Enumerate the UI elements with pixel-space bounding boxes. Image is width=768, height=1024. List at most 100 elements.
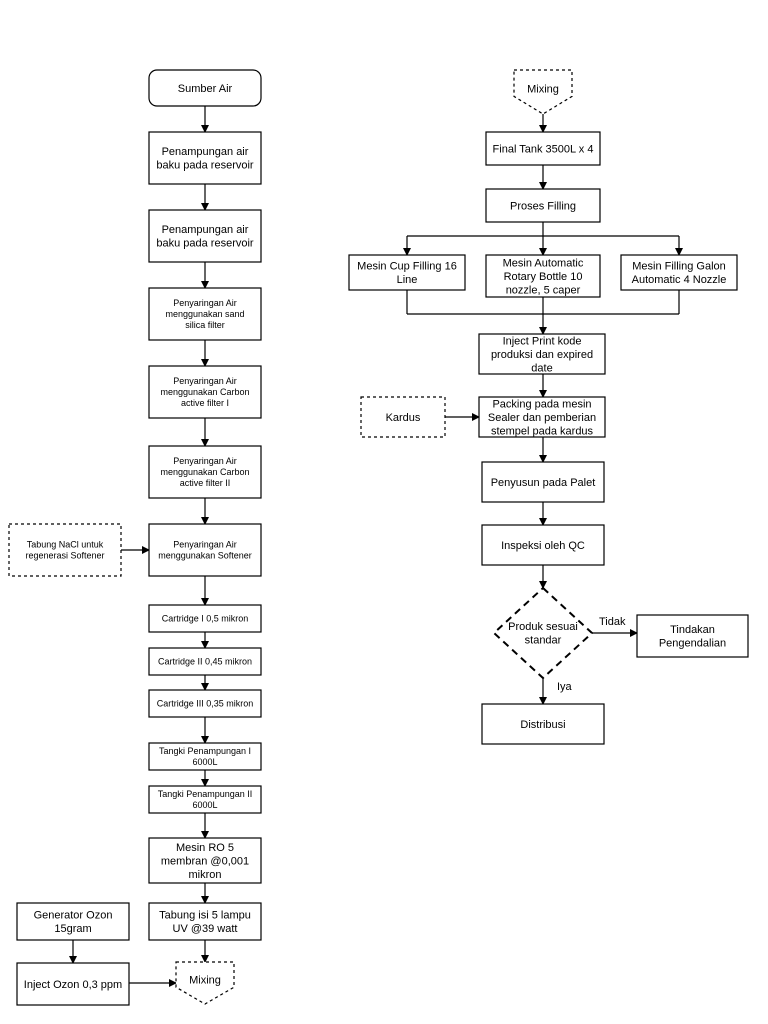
node-sand-filter-label-line: menggunakan sand [165, 309, 244, 319]
node-distribusi-shape [481, 703, 605, 745]
node-distribusi-label-line: Distribusi [520, 719, 565, 731]
node-decision-shape [492, 586, 594, 680]
node-inject-print-label-line: date [531, 362, 552, 374]
node-mixing-top-label-line: Mixing [527, 83, 559, 95]
node-ro-label-line: membran @0,001 [161, 855, 249, 867]
node-penyusun: Penyusun pada Palet [481, 461, 605, 503]
node-mixing-bottom-shape [175, 961, 235, 1005]
node-softener-shape [148, 523, 262, 577]
node-final-tank-shape [485, 131, 601, 166]
node-carbon-2-label-line: Penyaringan Air [173, 456, 237, 466]
node-cartridge-3-shape [148, 689, 262, 718]
node-carbon-1-label-line: menggunakan Carbon [160, 387, 249, 397]
node-carbon-2-label-line: active filter II [180, 478, 231, 488]
node-nacl-label-line: Tabung NaCl untuk [27, 540, 104, 550]
node-cartridge-1-shape [148, 604, 262, 633]
node-distribusi-label: Distribusi [520, 719, 565, 731]
node-sand-filter-label-line: Penyaringan Air [173, 298, 237, 308]
node-inspeksi: Inspeksi oleh QC [481, 524, 605, 566]
node-packing-label-line: stempel pada kardus [491, 425, 594, 437]
node-sumber-air-label: Sumber Air [178, 83, 233, 95]
node-packing-label-line: Packing pada mesin [492, 398, 591, 410]
node-distribusi: Distribusi [481, 703, 605, 745]
node-softener-label-line: Penyaringan Air [173, 540, 237, 550]
node-cartridge-2: Cartridge II 0,45 mikron [148, 647, 262, 676]
node-penyusun-shape [481, 461, 605, 503]
node-reservoir-2: Penampungan air baku pada reservoir [148, 209, 262, 263]
node-ro-label-line: mikron [188, 869, 221, 881]
node-carbon-1-label-line: Penyaringan Air [173, 376, 237, 386]
node-inject-ozon-shape [16, 962, 130, 1006]
node-cartridge-1: Cartridge I 0,5 mikron [148, 604, 262, 633]
node-uv-label-line: UV @39 watt [173, 923, 238, 935]
node-tangki-2-label-line: Tangki Penampungan II [158, 789, 253, 799]
node-cartridge-3: Cartridge III 0,35 mikron [148, 689, 262, 718]
node-mixing-bottom-label-line: Mixing [189, 975, 221, 987]
node-carbon-1-label-line: active filter I [181, 398, 229, 408]
node-mixing-bottom-label: Mixing [189, 975, 221, 987]
node-inspeksi-label: Inspeksi oleh QC [501, 540, 585, 552]
node-inspeksi-label-line: Inspeksi oleh QC [501, 540, 585, 552]
node-cartridge-2-shape [148, 647, 262, 676]
node-inspeksi-shape [481, 524, 605, 566]
node-mixing-top-label: Mixing [527, 83, 559, 95]
node-carbon-1-shape [148, 365, 262, 419]
node-sand-filter-shape [148, 287, 262, 341]
node-generator-ozon-label-line: 15gram [54, 923, 91, 935]
node-generator-ozon-shape [16, 902, 130, 941]
node-kardus-shape [360, 396, 446, 438]
node-tangki-1-label-line: Tangki Penampungan I [159, 746, 251, 756]
node-reservoir-2-label: Penampungan air baku pada reservoir [156, 224, 254, 250]
node-proses-filling-label: Proses Filling [510, 200, 576, 212]
node-tindakan-shape [636, 614, 749, 658]
node-nacl-label-line: regenerasi Softener [25, 551, 104, 561]
node-tangki-1-label-line: 6000L [192, 757, 217, 767]
node-mixing-top: Mixing [513, 69, 573, 115]
node-reservoir-2-label-line: baku pada reservoir [156, 238, 254, 250]
node-cup-filling-shape [348, 254, 466, 291]
node-cup-filling-label-line: Line [397, 274, 418, 286]
node-final-tank: Final Tank 3500L x 4 [485, 131, 601, 166]
node-rotary-bottle-label-line: Rotary Bottle 10 [504, 271, 583, 283]
node-proses-filling-shape [485, 188, 601, 223]
label-iya-text: Iya [557, 681, 573, 693]
node-generator-ozon-label-line: Generator Ozon [34, 910, 113, 922]
node-cartridge-3-label: Cartridge III 0,35 mikron [157, 699, 254, 709]
label-tidak: Tidak [599, 616, 626, 628]
node-proses-filling-label-line: Proses Filling [510, 200, 576, 212]
node-uv-label-line: Tabung isi 5 lampu [159, 910, 251, 922]
node-reservoir-1-label-line: baku pada reservoir [156, 160, 254, 172]
node-cartridge-2-label-line: Cartridge II 0,45 mikron [158, 657, 252, 667]
node-sumber-air: Sumber Air [148, 69, 262, 107]
node-rotary-bottle-shape [485, 254, 601, 298]
node-reservoir-2-label-line: Penampungan air [162, 224, 249, 236]
node-tangki-2-label-line: 6000L [192, 800, 217, 810]
